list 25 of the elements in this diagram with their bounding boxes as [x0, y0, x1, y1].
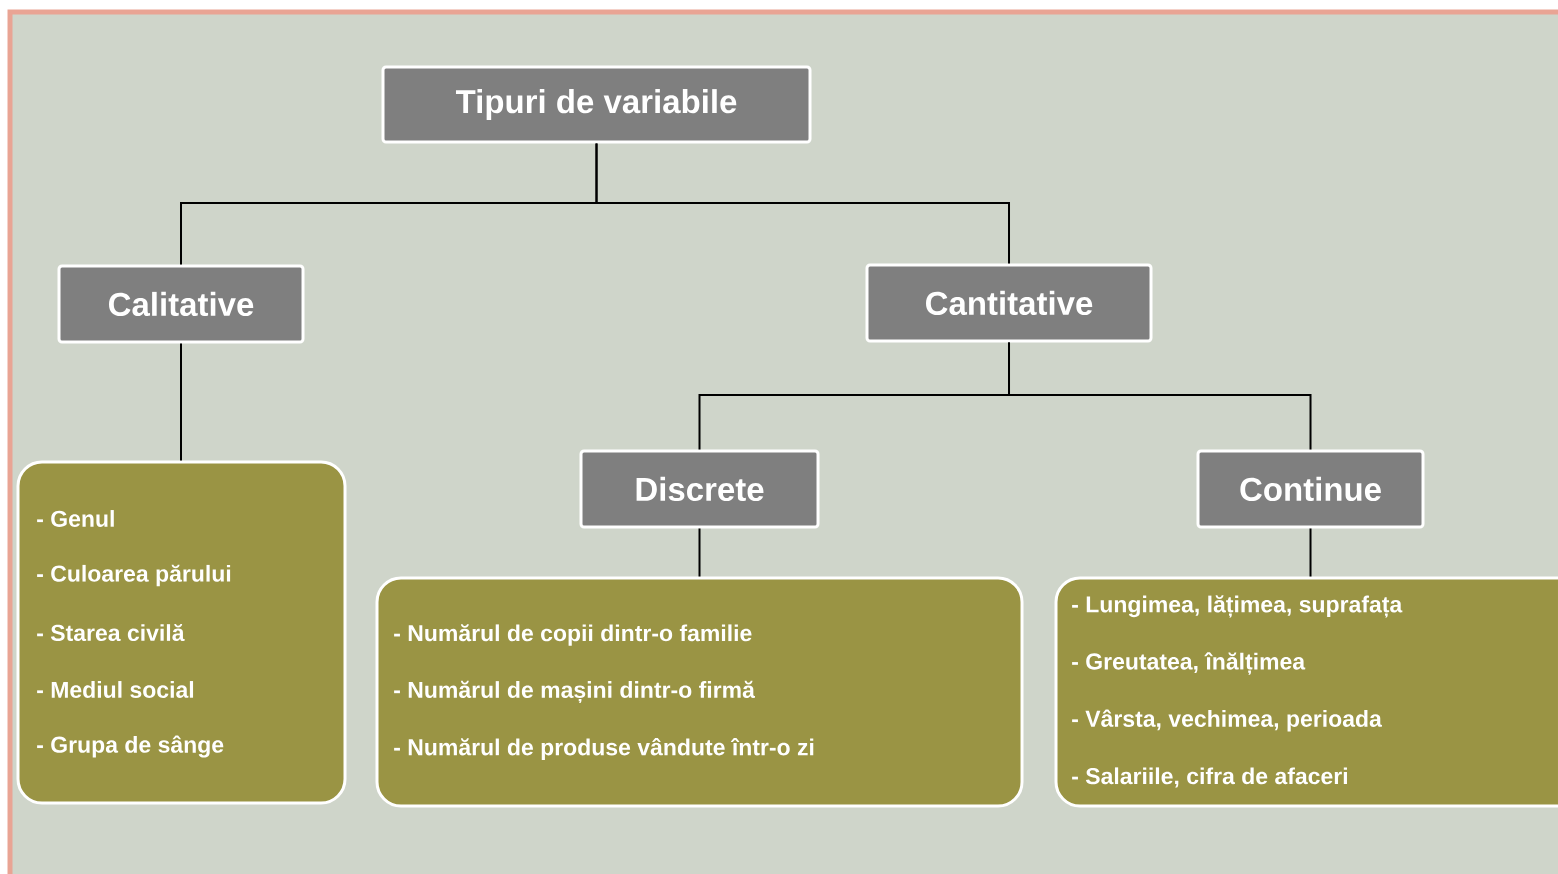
list-item: - Genul [37, 510, 114, 527]
list-item: - Grupa de sânge [37, 735, 224, 758]
connector-line [595, 142, 1010, 265]
category-box: Tipuri de variabile [381, 65, 812, 144]
list-item: - Mediul social [37, 681, 194, 698]
connector-line [180, 342, 182, 462]
list-item: - Lungimea, lățimea, suprafața [1072, 595, 1403, 618]
connector-line [1008, 341, 1312, 451]
connector-line [1309, 527, 1312, 578]
list-item: - Numărul de copii dintr-o familie [394, 624, 752, 646]
category-box: Cantitative [865, 263, 1153, 343]
examples-box [16, 460, 347, 805]
list-item: - Culoarea părului [37, 564, 231, 587]
examples-box [375, 576, 1024, 808]
list-item: - Vârsta, vechimea, perioada [1072, 709, 1382, 732]
list-item: - Numărul de produse vândute într-o zi [394, 738, 814, 760]
connector-line [698, 527, 701, 578]
examples-box [1054, 576, 1558, 808]
category-box: Calitative [57, 264, 305, 344]
list-item: - Salariile, cifra de afaceri [1072, 767, 1347, 788]
list-item: - Starea civilă [37, 623, 185, 642]
list-item: - Greutatea, înălțimea [1072, 652, 1306, 675]
list-item: - Numărul de mașini dintr-o firmă [394, 680, 755, 704]
category-box: Continue [1196, 449, 1425, 529]
category-box: Discrete [579, 449, 820, 529]
